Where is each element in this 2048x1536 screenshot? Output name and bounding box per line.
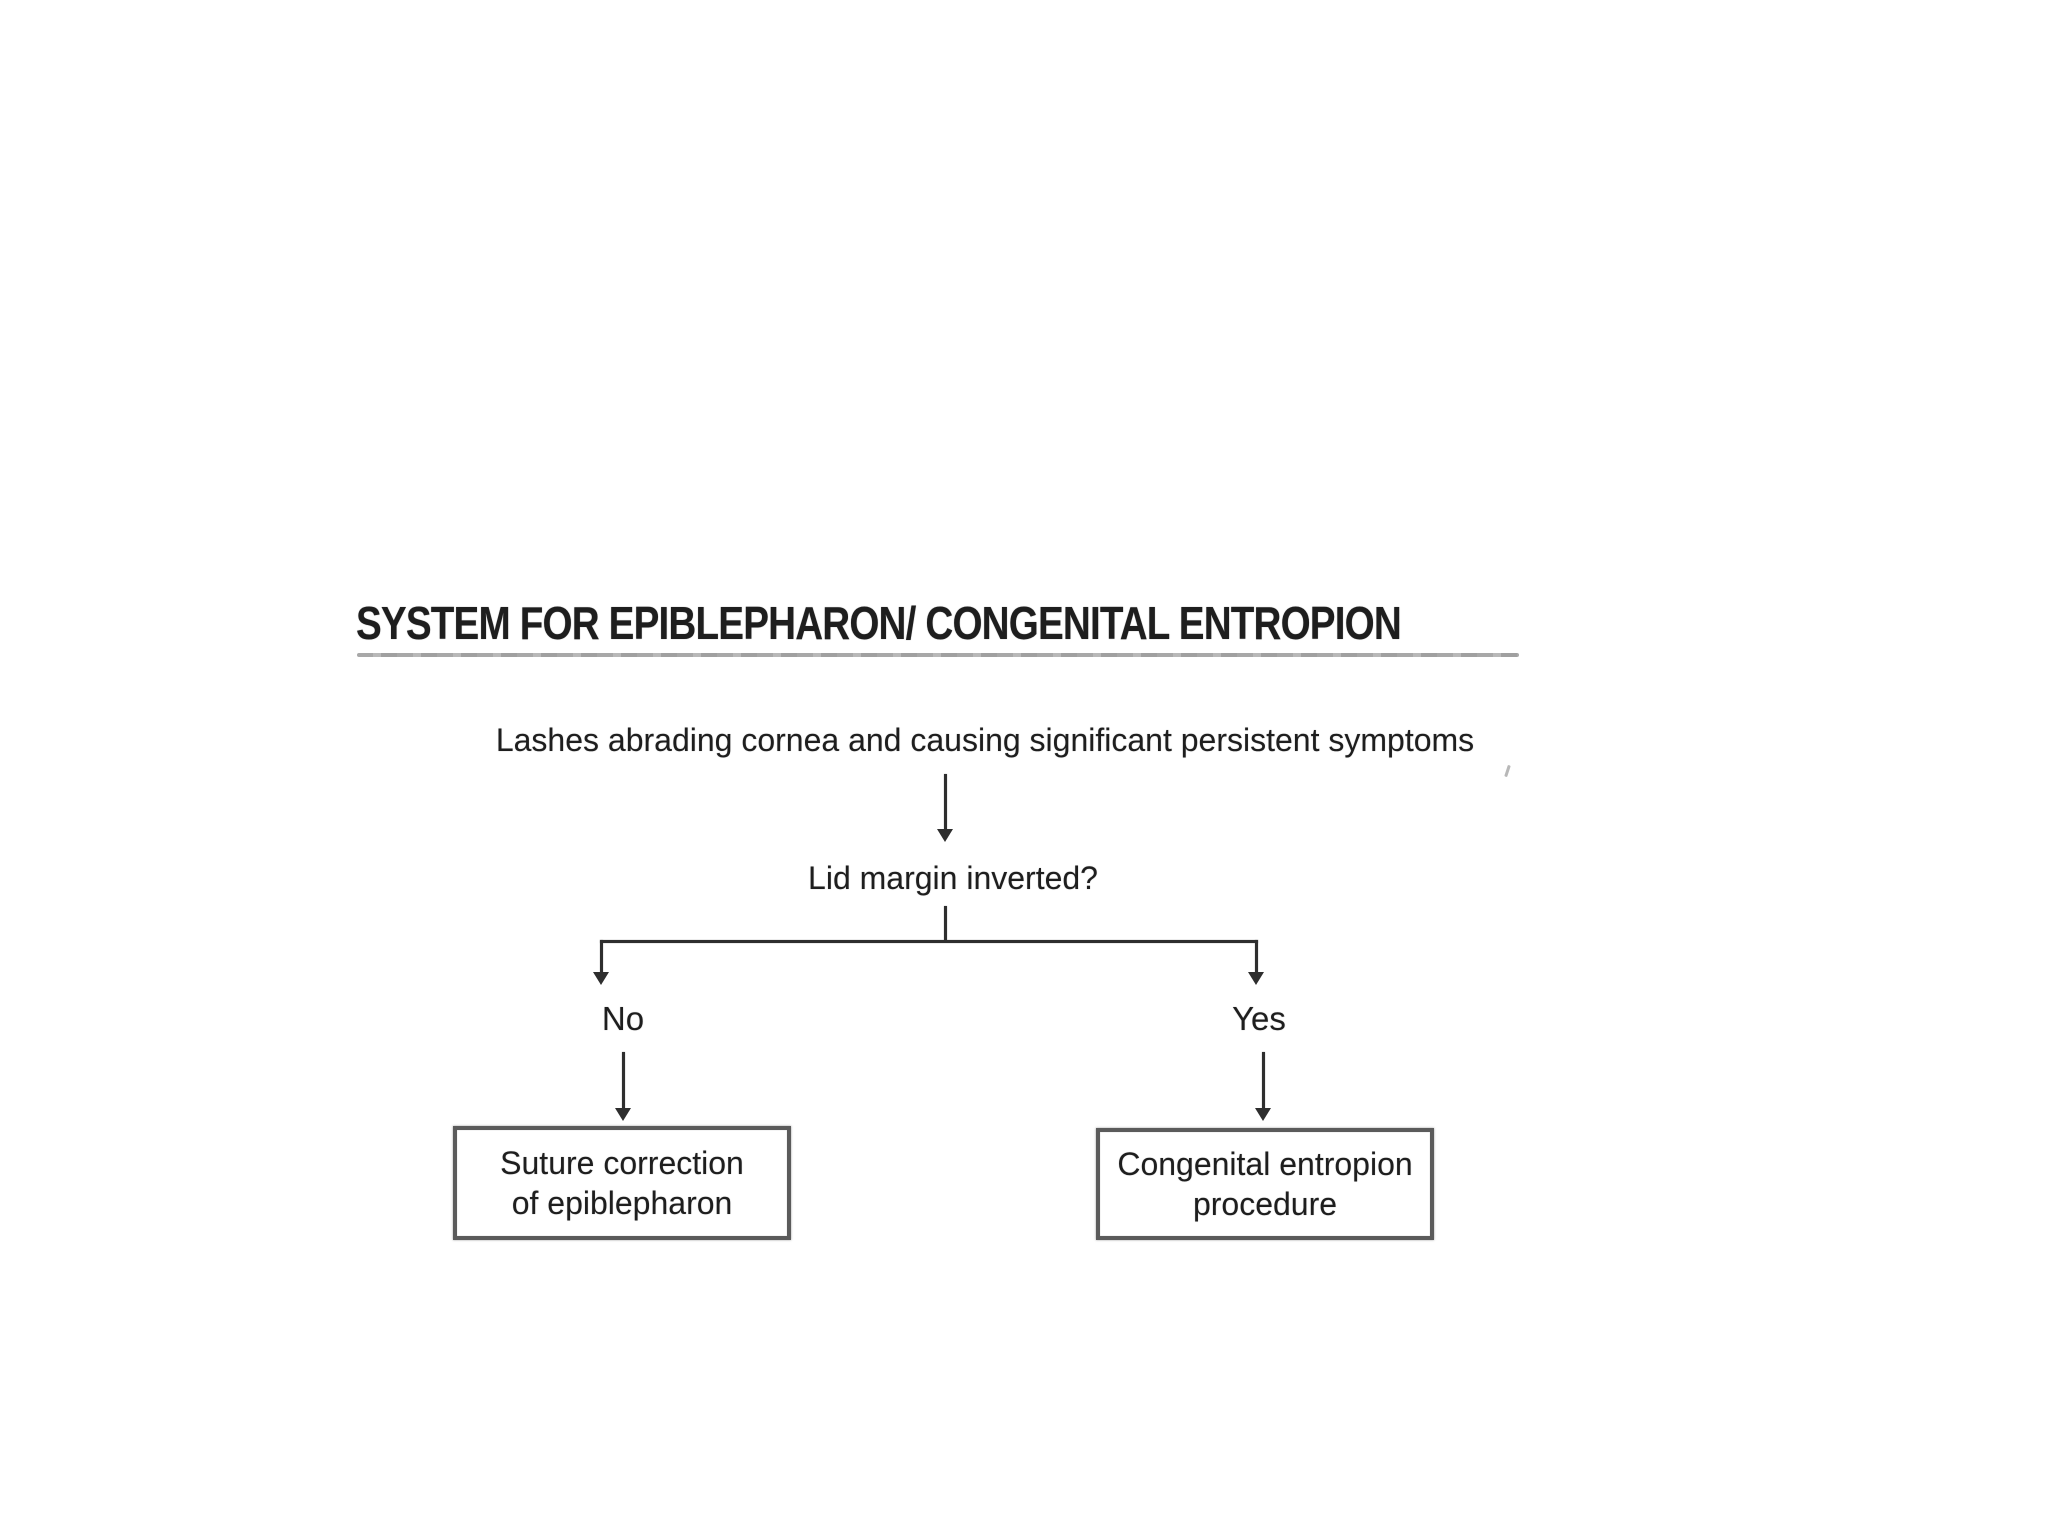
decision-text: Lid margin inverted?: [808, 860, 1098, 896]
arrow-down-icon: [1248, 972, 1264, 985]
connector-branch-no: [600, 940, 603, 974]
outcome-text-line: Suture correction: [500, 1145, 744, 1181]
arrow-down-icon: [615, 1108, 631, 1121]
branch-connector: [600, 940, 1258, 943]
arrow-down-icon: [1255, 1108, 1271, 1121]
connector-no-to-box: [622, 1052, 625, 1110]
outcome-box-yes: Congenital entropion procedure: [1096, 1128, 1434, 1240]
arrow-down-icon: [593, 972, 609, 985]
connector-branch-yes: [1255, 940, 1258, 974]
flowchart-title: SYSTEM FOR EPIBLEPHARON/ CONGENITAL ENTR…: [356, 597, 1402, 649]
scan-artifact: [1504, 764, 1511, 778]
outcome-box-no: Suture correction of epiblepharon: [453, 1126, 791, 1240]
branch-label-yes: Yes: [1232, 1000, 1286, 1037]
root-condition-text: Lashes abrading cornea and causing signi…: [495, 722, 1475, 758]
arrow-down-icon: [937, 829, 953, 842]
outcome-text-line: of epiblepharon: [511, 1185, 733, 1221]
branch-label-no: No: [601, 1000, 645, 1037]
title-underline: [357, 653, 1519, 657]
outcome-text-line: Congenital entropion: [1117, 1146, 1413, 1182]
connector-yes-to-box: [1262, 1052, 1265, 1110]
connector-root-to-decision: [944, 774, 947, 830]
connector-decision-stub: [944, 906, 947, 942]
outcome-text-line: procedure: [1192, 1186, 1338, 1222]
